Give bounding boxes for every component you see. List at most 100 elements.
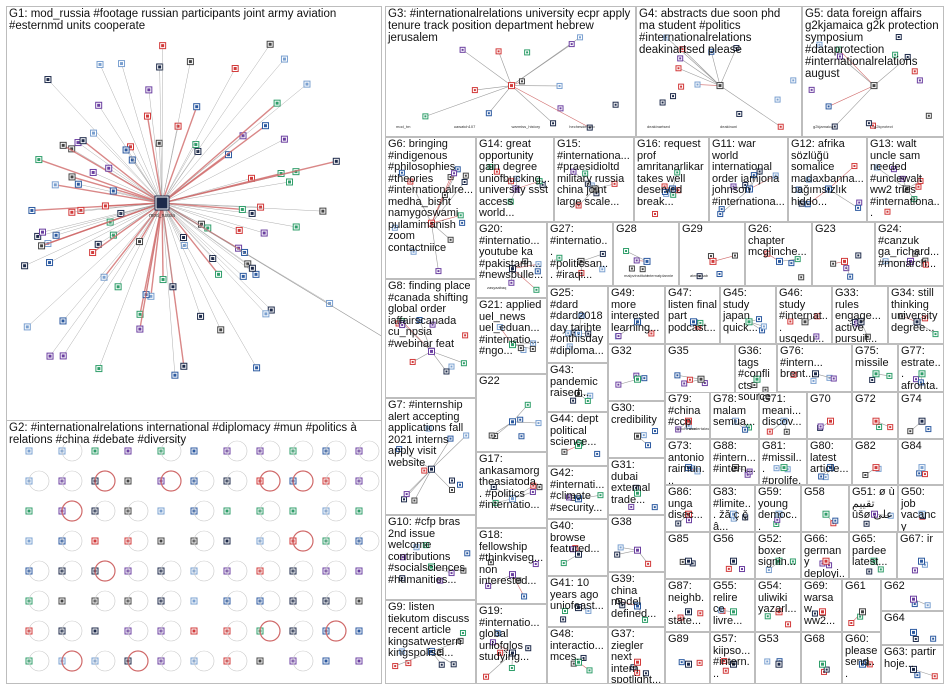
group-network-g64	[910, 628, 937, 642]
group-g37: G37: ziegler next intern spotlight...	[608, 627, 665, 684]
group-network-g22	[488, 401, 542, 440]
group-network-g81	[773, 464, 791, 473]
group-g67: G67: ir	[897, 532, 944, 579]
group-network-g74	[907, 417, 932, 435]
group-label: G27: #internatio... #politicsan... #iraq…	[550, 223, 609, 281]
group-label: G67: ir	[900, 533, 934, 545]
group-label: G8: finding place #canada shifting globa…	[388, 280, 471, 350]
group-label: G36: tags #conflicts source...	[738, 345, 772, 401]
group-label: G88: #intern... #intern...	[713, 440, 756, 475]
group-label: G89	[668, 633, 689, 645]
group-g15: G15: #internationa... #praesidioltd mili…	[554, 137, 634, 222]
group-g63: G63: partir hoje...	[881, 645, 944, 684]
group-network-g57	[721, 658, 737, 674]
group-g57: G57: kiipso... #intern...	[710, 632, 755, 684]
group-label: G13: walt uncle sam needed #unclewalt ww…	[870, 138, 940, 219]
group-g82: G82	[852, 439, 898, 485]
group-label: G59: young democ...	[758, 486, 798, 532]
node-label: hechesdeonro	[569, 124, 595, 129]
group-label: G49: more interested learning...	[611, 287, 660, 334]
group-network-g84	[916, 464, 928, 478]
group-label: G62	[884, 580, 905, 592]
group-network-g82	[862, 464, 882, 478]
group-g55: G55: relire ce livre...	[710, 579, 755, 632]
group-g19: G19: #internatio... global uniofglos stu…	[476, 604, 547, 684]
group-label: G26: chapter mcglinche...	[748, 223, 807, 258]
group-label: G28	[616, 223, 637, 235]
group-label: G33: rules engage... active pursuit...	[835, 287, 881, 344]
group-g27: G27: #internatio... #politicsan... #iraq…	[547, 222, 613, 286]
node-label: warmiss_history	[512, 124, 541, 129]
group-label: G44: dept political science...	[550, 413, 599, 448]
group-g12: G12: afrika sözlüğü somalice madaxbanna.…	[788, 137, 867, 222]
group-g84: G84	[898, 439, 944, 485]
group-g11: G11: war world international order iamjo…	[709, 137, 788, 222]
group-label: G2: #internationalrelations internationa…	[9, 422, 357, 446]
group-network-g7	[396, 425, 470, 504]
group-label: G61	[845, 580, 866, 592]
group-g48: G48: interactio... mces...	[547, 627, 608, 684]
group-label: G68	[804, 633, 825, 645]
group-g75: G75: missile	[852, 344, 898, 392]
group-network-g67	[911, 557, 928, 574]
group-label: G56	[713, 533, 734, 545]
group-g34: G34: still thinking university degree...	[888, 286, 944, 344]
group-network-g9	[392, 630, 466, 670]
group-label: G45: study japan quick...	[723, 287, 758, 334]
group-g74: G74	[898, 392, 944, 439]
group-network-g15	[570, 168, 618, 209]
group-network-g86	[675, 510, 692, 527]
group-label: G14: great opportunity gain degree uniof…	[479, 138, 550, 219]
group-network-g46	[787, 313, 821, 340]
node-label: deakinuni	[720, 124, 737, 129]
group-label: G38	[611, 516, 632, 528]
group-g72: G72	[852, 392, 898, 439]
group-g45: G45: study japan quick...	[720, 286, 776, 344]
group-label: G63: partir hoje...	[884, 646, 936, 670]
group-network-g48	[570, 654, 593, 674]
group-network-g58	[822, 510, 839, 527]
group-network-g34	[899, 313, 939, 338]
group-label: G17: ankasamorg theasiatoda... #politics…	[479, 453, 542, 511]
group-label: G19: #internatio... global uniofglos stu…	[479, 605, 540, 663]
group-g16: G16: request prof amritanarlikar takes w…	[634, 137, 709, 222]
group-network-g23	[830, 252, 862, 280]
group-label: G22	[479, 375, 500, 387]
group-g40: G40: browse featured...	[547, 519, 608, 576]
group-network-g83	[730, 510, 749, 522]
group-label: G10: #cfp bras 2nd issue welcome contrib…	[388, 516, 466, 586]
group-g80: G80: latest article...	[807, 439, 852, 485]
group-label: G47: listen final part podcast...	[668, 287, 717, 334]
group-g7: G7: #internship alert accepting applicat…	[385, 398, 476, 515]
group-label: G57: kiipso... #intern...	[713, 633, 751, 680]
group-network-g72	[872, 417, 894, 431]
group-network-g38	[614, 544, 652, 567]
group-network-g6	[391, 166, 469, 275]
group-g61: G61	[842, 579, 881, 632]
group-network-g55	[717, 607, 737, 616]
group-network-g89	[678, 659, 703, 668]
group-g81: G81: #missil... #prolife...	[759, 439, 807, 485]
group-label: G54: uliwiki yazarl...	[758, 580, 797, 615]
group-network-g18	[485, 559, 539, 600]
group-label: G86: unga disec...	[668, 486, 703, 521]
group-g32: G32	[608, 344, 665, 401]
group-g89: G89	[665, 632, 710, 684]
group-g13: G13: walt uncle sam needed #unclewalt ww…	[867, 137, 944, 222]
group-label: G40: browse featured...	[550, 520, 600, 555]
node-label: sandertaiwan	[689, 426, 711, 431]
group-label: G29	[682, 223, 703, 235]
group-network-g65	[866, 557, 884, 575]
node-label: zasyaabaq	[487, 285, 506, 290]
group-g10: G10: #cfp bras 2nd issue welcome contrib…	[385, 515, 476, 600]
group-label: G85	[668, 533, 689, 545]
group-label: G6: bringing #indigenous #philosophies #…	[388, 138, 473, 254]
group-network-g11	[717, 168, 779, 218]
group-g43: G43: pandemic raised...	[547, 363, 608, 412]
group-network-g87	[677, 608, 704, 621]
